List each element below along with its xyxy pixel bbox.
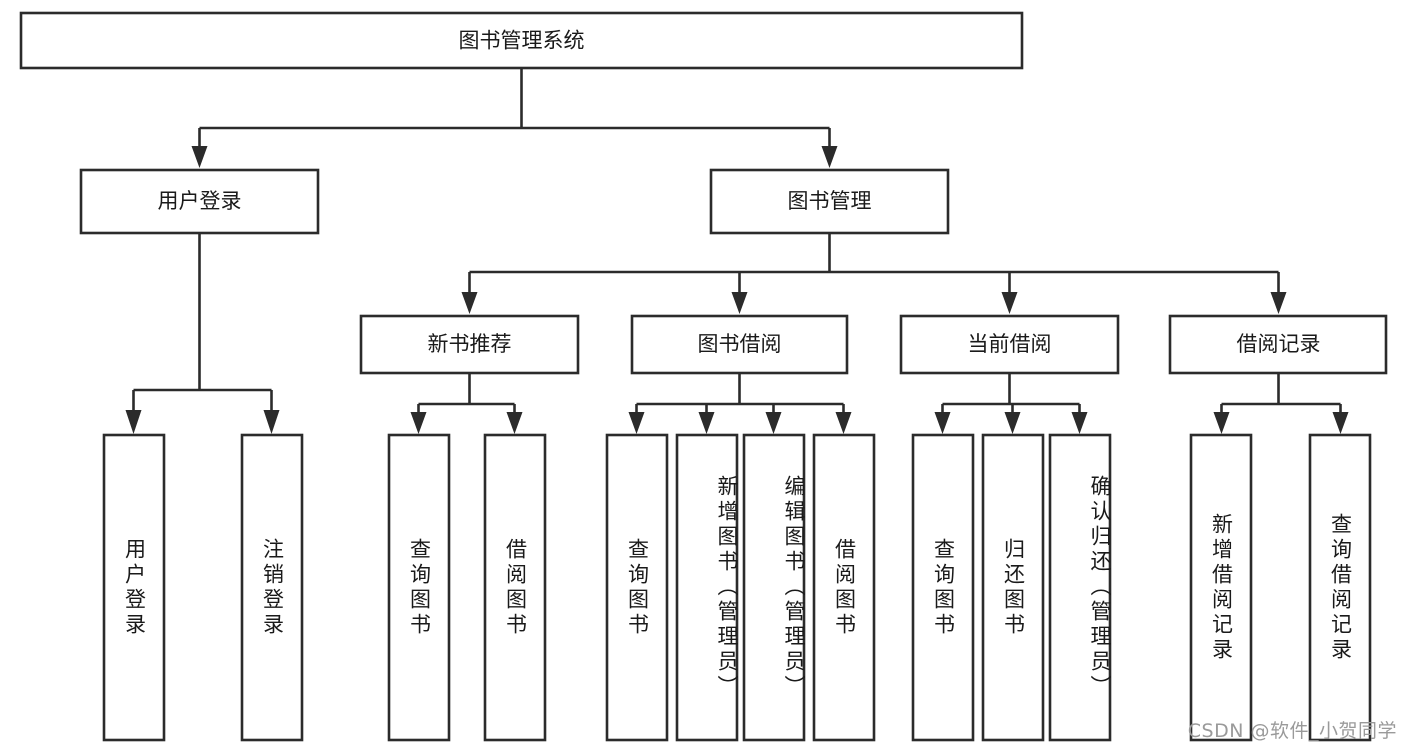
node-user-login[interactable]: 用户登录 — [79, 168, 320, 235]
connector-group-user-login — [125, 233, 280, 434]
arrow-head-user-login — [191, 146, 208, 168]
node-borrow-record[interactable]: 借阅记录 — [1168, 314, 1388, 375]
node-new-book-recommend[interactable]: 新书推荐 — [359, 314, 580, 375]
node-borrow-record-box — [1168, 314, 1388, 375]
arrow-head-leaf-edit-book — [765, 412, 782, 434]
node-current-borrow-label: 当前借阅 — [968, 332, 1052, 356]
arrow-head-leaf-query-book-2 — [628, 412, 645, 434]
node-current-borrow[interactable]: 当前借阅 — [899, 314, 1120, 375]
node-root[interactable]: 图书管理系统 — [19, 11, 1024, 70]
node-leaf-query-book-3-box — [911, 433, 975, 742]
node-leaf-query-book-1-box — [387, 433, 451, 742]
arrow-head-leaf-user-login — [125, 410, 142, 434]
node-book-borrow-box — [630, 314, 849, 375]
node-leaf-confirm-return-box — [1048, 433, 1112, 742]
node-user-login-label: 用户登录 — [158, 189, 242, 213]
connector-group-borrow-record — [1213, 373, 1349, 434]
node-leaf-add-record-box — [1189, 433, 1253, 742]
arrow-head-leaf-query-record — [1332, 412, 1349, 434]
node-borrow-record-label: 借阅记录 — [1237, 332, 1321, 356]
node-new-book-recommend-box — [359, 314, 580, 375]
node-leaf-user-login-box — [102, 433, 166, 742]
node-book-borrow-label: 图书借阅 — [698, 332, 782, 356]
node-new-book-recommend-label: 新书推荐 — [428, 332, 512, 356]
arrow-head-book-borrow — [731, 292, 748, 314]
node-user-login-box — [79, 168, 320, 235]
arrow-head-leaf-add-book — [698, 412, 715, 434]
node-book-manage-label: 图书管理 — [788, 189, 872, 213]
node-root-box — [19, 11, 1024, 70]
node-book-manage-box — [709, 168, 950, 235]
connector-group-root — [191, 68, 838, 168]
arrow-head-book-manage — [821, 146, 838, 168]
arrow-head-new-book-recommend — [461, 292, 478, 314]
node-leaf-query-record-box — [1308, 433, 1372, 742]
arrow-head-leaf-add-record — [1213, 412, 1230, 434]
arrow-head-leaf-borrow-book-2 — [835, 412, 852, 434]
watermark-text: CSDN @软件_小贺同学 — [1187, 720, 1397, 742]
node-root-label: 图书管理系统 — [459, 29, 585, 53]
arrow-head-leaf-confirm-return — [1071, 412, 1088, 434]
node-current-borrow-box — [899, 314, 1120, 375]
node-leaf-add-book-box — [675, 433, 739, 742]
leaf-box-group — [102, 433, 1372, 742]
connector-group-book-manage — [461, 233, 1287, 314]
arrow-head-leaf-borrow-book-1 — [506, 412, 523, 434]
node-leaf-logout-box — [240, 433, 304, 742]
connector-group-book-borrow — [628, 373, 852, 434]
connector-group-current-borrow — [934, 373, 1088, 434]
arrow-head-leaf-return-book — [1004, 412, 1021, 434]
node-book-manage[interactable]: 图书管理 — [709, 168, 950, 235]
node-book-borrow[interactable]: 图书借阅 — [630, 314, 849, 375]
node-leaf-return-book-box — [981, 433, 1045, 742]
arrow-head-borrow-record — [1270, 292, 1287, 314]
node-leaf-borrow-book-1-box — [483, 433, 547, 742]
arrow-head-leaf-query-book-1 — [410, 412, 427, 434]
arrow-head-leaf-logout — [263, 410, 280, 434]
arrow-head-current-borrow — [1001, 292, 1018, 314]
node-leaf-query-book-2-box — [605, 433, 669, 742]
connector-group-new-book-recommend — [410, 373, 523, 434]
node-leaf-borrow-book-2-box — [812, 433, 876, 742]
arrow-head-leaf-query-book-3 — [934, 412, 951, 434]
node-leaf-edit-book-box — [742, 433, 806, 742]
